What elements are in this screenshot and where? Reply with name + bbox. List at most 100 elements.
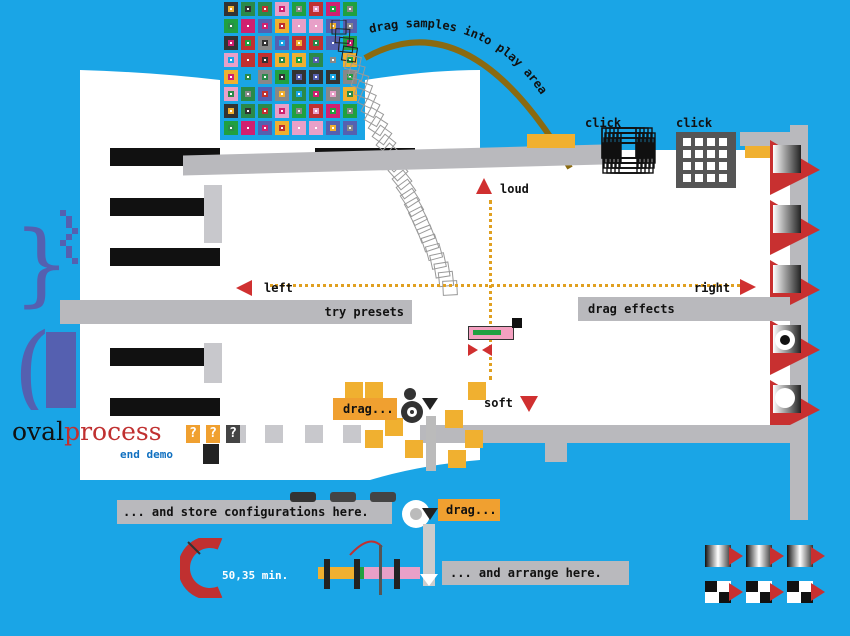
- sample-tile[interactable]: [326, 53, 340, 67]
- effect-knob[interactable]: [775, 388, 795, 408]
- sample-tile[interactable]: [241, 104, 255, 118]
- sample-tile[interactable]: [241, 121, 255, 135]
- sample-tile[interactable]: [326, 19, 340, 33]
- sample-tile[interactable]: [258, 104, 272, 118]
- sample-tile[interactable]: [309, 104, 323, 118]
- sample-tile[interactable]: [326, 87, 340, 101]
- piano-key[interactable]: [110, 348, 205, 366]
- sample-tile[interactable]: [241, 53, 255, 67]
- sample-tile[interactable]: [224, 70, 238, 84]
- sample-tile[interactable]: [292, 53, 306, 67]
- effect-item[interactable]: [770, 140, 820, 195]
- sample-tile[interactable]: [275, 53, 289, 67]
- sample-tile[interactable]: [275, 87, 289, 101]
- sample-tile[interactable]: [224, 87, 238, 101]
- drag-tag-1[interactable]: drag...: [333, 398, 397, 420]
- sample-tile[interactable]: [326, 70, 340, 84]
- sample-tile[interactable]: [326, 2, 340, 16]
- drop-target-icon[interactable]: [400, 494, 440, 589]
- piano-key[interactable]: [110, 398, 220, 416]
- sample-tile[interactable]: [258, 36, 272, 50]
- arrange-bar[interactable]: ... and arrange here.: [442, 561, 629, 585]
- piano-key[interactable]: [110, 248, 220, 266]
- sample-tile[interactable]: [275, 70, 289, 84]
- sample-grid[interactable]: [222, 0, 364, 135]
- store-bar[interactable]: ... and store configurations here.: [117, 500, 392, 524]
- sample-tile[interactable]: [326, 104, 340, 118]
- sample-tile[interactable]: [292, 2, 306, 16]
- preset-tile[interactable]: [746, 545, 784, 567]
- preset-tile[interactable]: [705, 581, 743, 603]
- volume-cursor[interactable]: [468, 326, 514, 340]
- sample-tile[interactable]: [241, 19, 255, 33]
- sample-tile[interactable]: [241, 87, 255, 101]
- sample-tile[interactable]: [343, 87, 357, 101]
- store-slot[interactable]: [370, 492, 396, 502]
- sample-tile[interactable]: [224, 53, 238, 67]
- sample-tile[interactable]: [292, 87, 306, 101]
- sample-tile[interactable]: [275, 19, 289, 33]
- sample-tile[interactable]: [275, 121, 289, 135]
- preset-tile[interactable]: [787, 581, 825, 603]
- sample-tile[interactable]: [343, 2, 357, 16]
- sample-tile[interactable]: [258, 2, 272, 16]
- sample-tile[interactable]: [224, 36, 238, 50]
- sample-tile[interactable]: [309, 87, 323, 101]
- sample-tile[interactable]: [224, 19, 238, 33]
- effect-item[interactable]: [770, 320, 820, 375]
- sample-tile[interactable]: [309, 53, 323, 67]
- sample-tile[interactable]: [258, 53, 272, 67]
- sample-tile[interactable]: [275, 36, 289, 50]
- checker-cell: [448, 450, 466, 468]
- sample-tile[interactable]: [224, 121, 238, 135]
- sample-tile[interactable]: [292, 121, 306, 135]
- preset-tile[interactable]: [787, 545, 825, 567]
- sample-tile[interactable]: [326, 121, 340, 135]
- sample-tile[interactable]: [292, 104, 306, 118]
- help-button[interactable]: ?: [186, 425, 200, 443]
- sample-tile[interactable]: [309, 2, 323, 16]
- sample-tile[interactable]: [343, 104, 357, 118]
- sample-tile[interactable]: [258, 121, 272, 135]
- try-presets-bar[interactable]: try presets: [60, 300, 412, 324]
- sample-tile[interactable]: [292, 36, 306, 50]
- sample-tile[interactable]: [275, 104, 289, 118]
- store-slot[interactable]: [290, 492, 316, 502]
- target-icon[interactable]: [400, 386, 444, 476]
- clock-icon[interactable]: [180, 538, 240, 598]
- sample-tile[interactable]: [309, 19, 323, 33]
- trail-box: [399, 187, 421, 209]
- preset-tile[interactable]: [705, 545, 743, 567]
- sample-tile[interactable]: [224, 104, 238, 118]
- drag-effects-bar[interactable]: drag effects: [578, 297, 790, 321]
- help-button[interactable]: ?: [226, 425, 240, 443]
- effects-column[interactable]: [765, 140, 835, 460]
- sample-tile[interactable]: [326, 36, 340, 50]
- help-button[interactable]: ?: [206, 425, 220, 443]
- sample-tile[interactable]: [224, 2, 238, 16]
- sample-tile[interactable]: [309, 121, 323, 135]
- arrange-timeline[interactable]: [290, 535, 440, 595]
- sample-tile[interactable]: [309, 70, 323, 84]
- preset-tiles[interactable]: [705, 545, 835, 615]
- grid-button[interactable]: [676, 132, 736, 188]
- sample-tile[interactable]: [258, 19, 272, 33]
- sample-tile[interactable]: [292, 19, 306, 33]
- noise-pad[interactable]: [598, 124, 660, 182]
- sample-tile[interactable]: [258, 70, 272, 84]
- sample-tile[interactable]: [292, 70, 306, 84]
- sample-tile[interactable]: [241, 36, 255, 50]
- sample-tile[interactable]: [241, 70, 255, 84]
- end-demo-link[interactable]: end demo: [120, 448, 173, 461]
- effect-item[interactable]: [770, 200, 820, 255]
- piano-key[interactable]: [110, 198, 205, 216]
- sample-tile[interactable]: [241, 2, 255, 16]
- sample-tile[interactable]: [309, 36, 323, 50]
- drag-tag-2[interactable]: drag...: [438, 499, 500, 521]
- preset-tile[interactable]: [746, 581, 784, 603]
- end-demo-icon[interactable]: [203, 444, 219, 464]
- sample-tile[interactable]: [258, 87, 272, 101]
- store-slot[interactable]: [330, 492, 356, 502]
- sample-tile[interactable]: [343, 121, 357, 135]
- sample-tile[interactable]: [275, 2, 289, 16]
